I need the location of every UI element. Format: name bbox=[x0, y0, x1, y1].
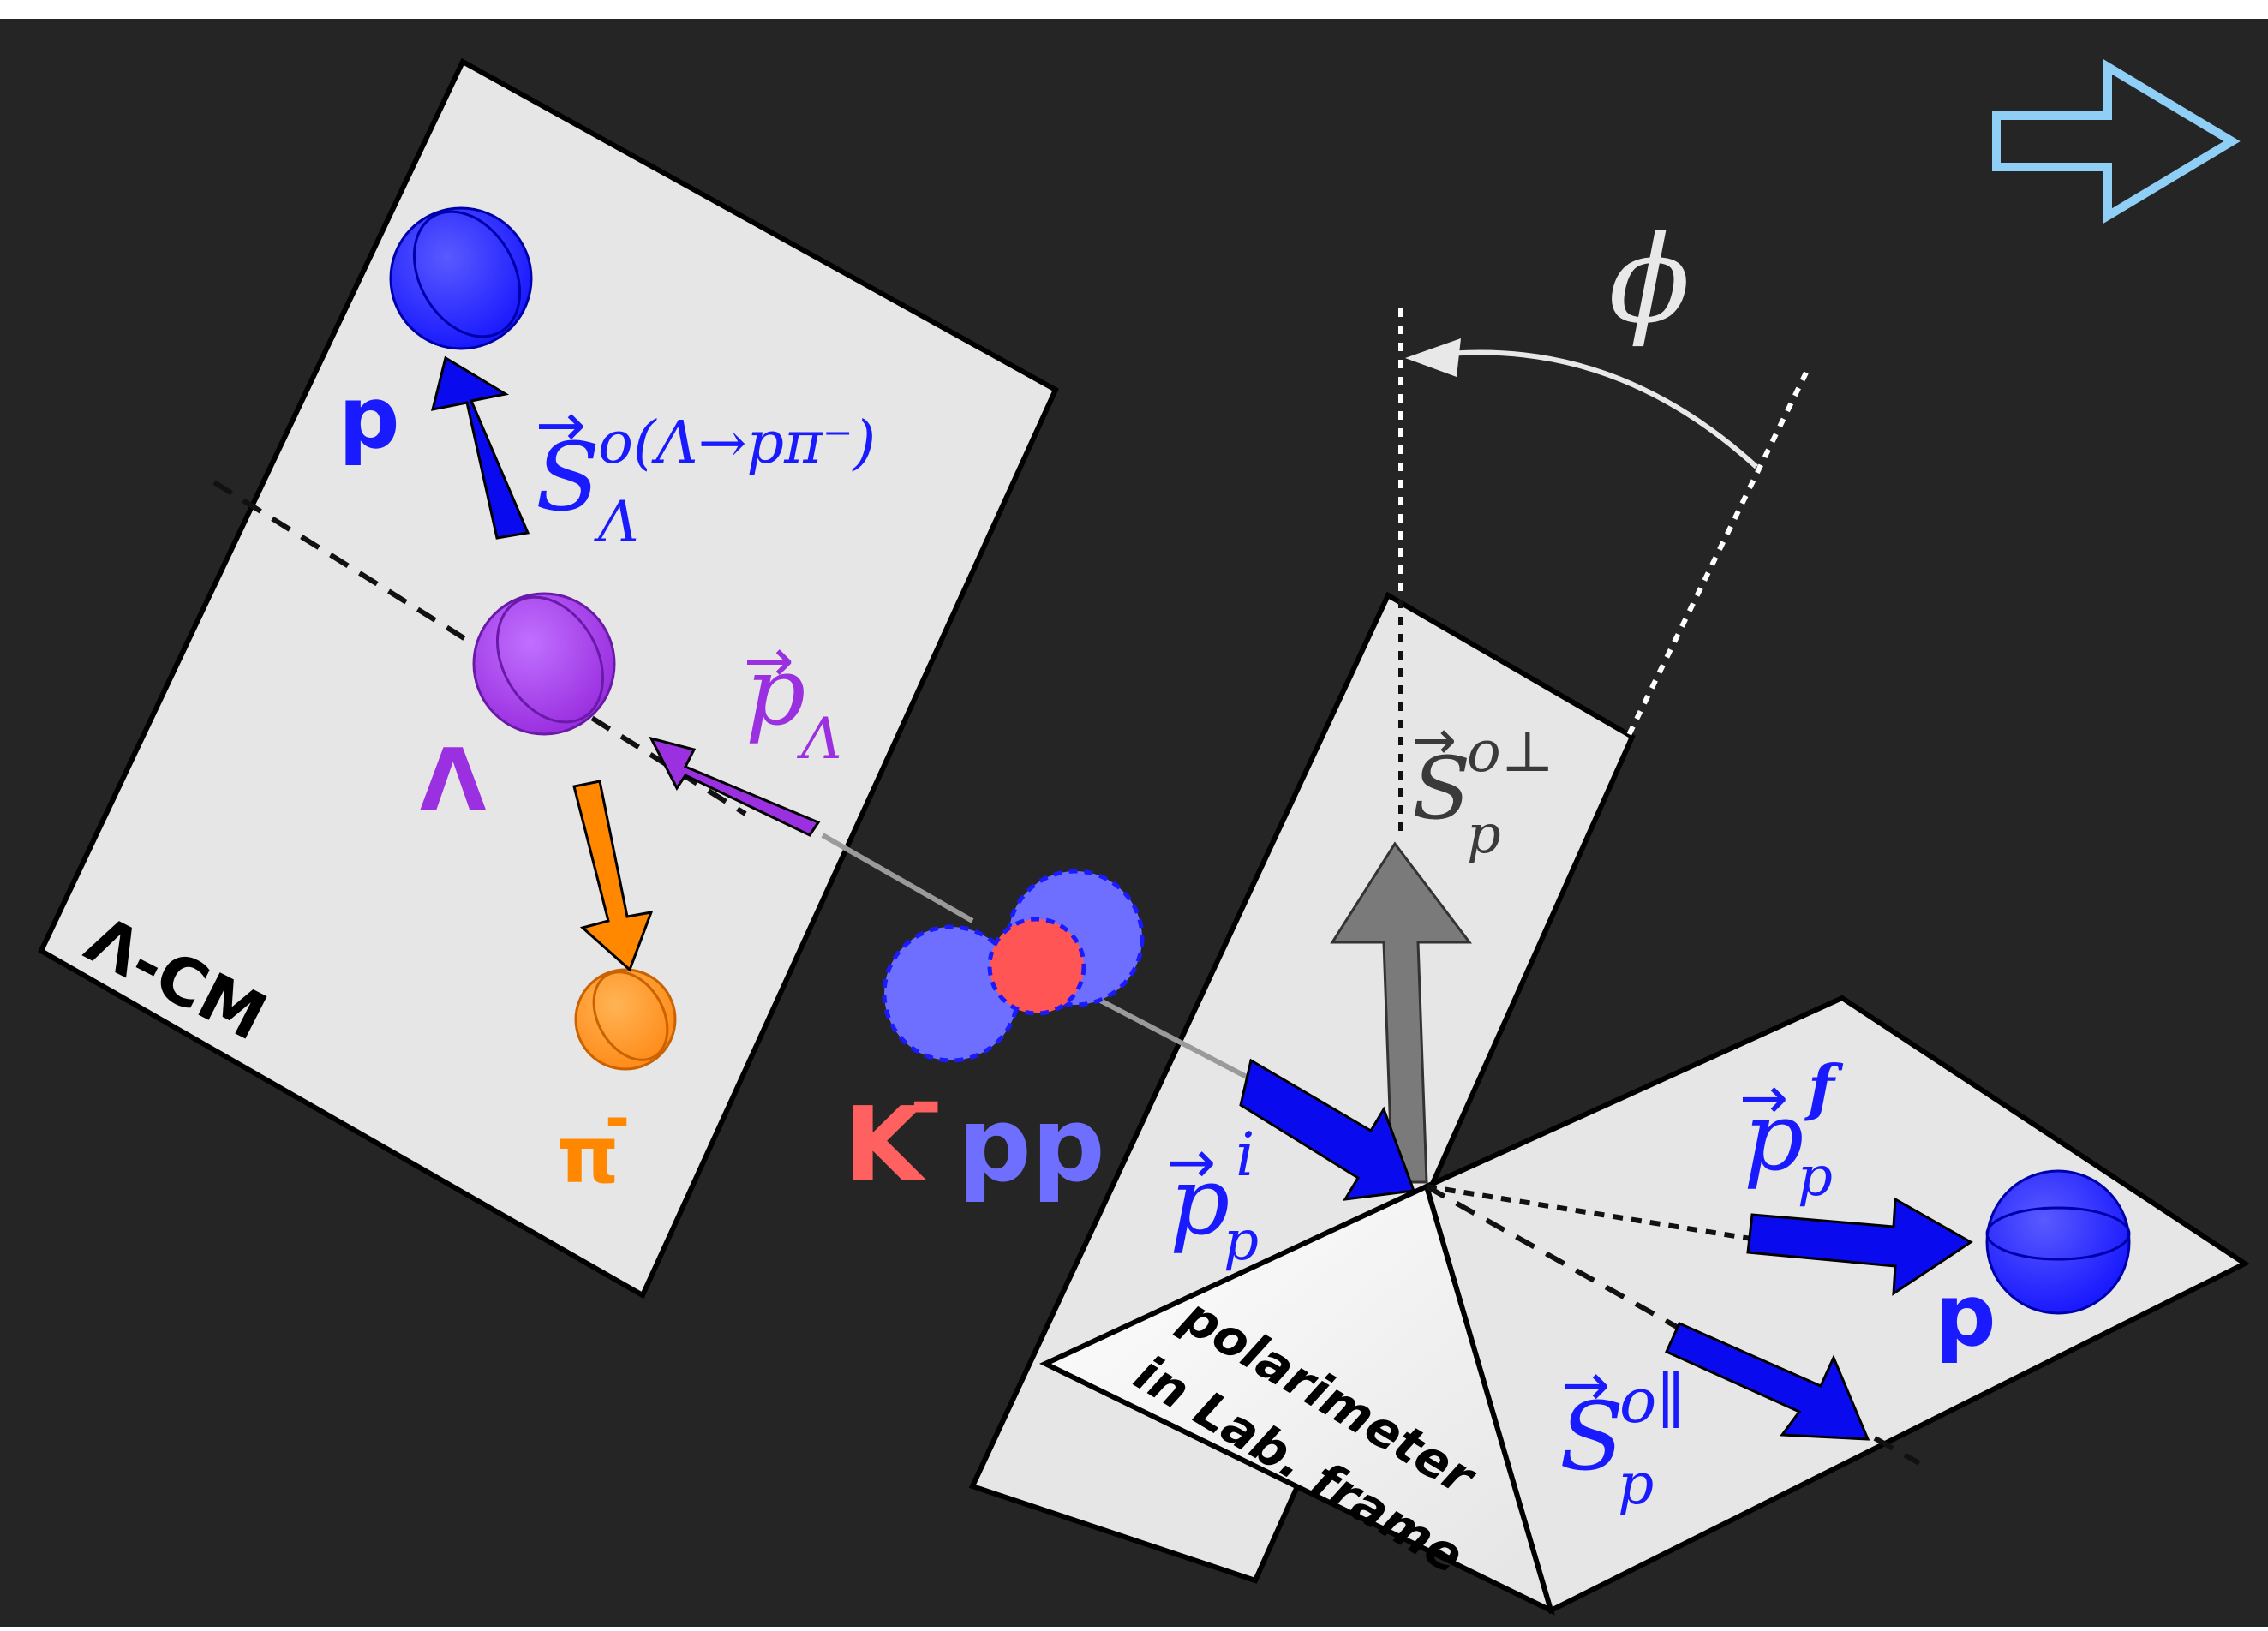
polarimeter-triangle bbox=[1039, 1182, 1555, 1616]
phi-arc bbox=[1430, 350, 1759, 469]
s-lambda-vector-hat: → bbox=[536, 390, 586, 460]
s-lambda-subscript: Λ bbox=[593, 489, 639, 555]
pion-particle bbox=[574, 968, 677, 1071]
s-perp-superscript: o⊥ bbox=[1467, 719, 1554, 785]
pion-momentum-arrow bbox=[572, 780, 654, 972]
p-initial-symbol: p bbox=[1170, 1146, 1230, 1256]
s-parallel-vector-label: S → p o∥ bbox=[1559, 1352, 1685, 1517]
s-lambda-superscript: o(Λ→pπ⁻) bbox=[598, 409, 876, 477]
p-final-symbol: p bbox=[1744, 1082, 1804, 1192]
s-perp-symbol: S bbox=[1412, 738, 1471, 839]
kpp-label-pp: pp bbox=[958, 1086, 1105, 1205]
p-lambda-subscript: Λ bbox=[796, 706, 842, 772]
phi-arc-arrowhead bbox=[1405, 338, 1461, 377]
s-parallel-arrow bbox=[1665, 1322, 1870, 1441]
final-momentum-dotted-line bbox=[1426, 1184, 1800, 1249]
lambda-label: Λ bbox=[420, 730, 486, 830]
pion-label: π bbox=[557, 1109, 619, 1201]
p-final-arrow bbox=[1746, 1197, 1973, 1296]
s-parallel-subscript: p bbox=[1618, 1451, 1654, 1517]
kpp-kaon bbox=[987, 917, 1086, 1016]
kpp-label-minus: - bbox=[910, 1058, 942, 1148]
p-initial-subscript: p bbox=[1224, 1210, 1259, 1273]
s-parallel-symbol: S bbox=[1559, 1382, 1624, 1491]
s-perp-vector-label: S → p o⊥ bbox=[1412, 708, 1554, 865]
parallel-axis-line bbox=[1425, 1184, 1921, 1466]
p-final-subscript: p bbox=[1798, 1145, 1833, 1209]
lambda-particle bbox=[472, 592, 616, 736]
proton-right-particle bbox=[1985, 1169, 2131, 1315]
s-lambda-symbol: S bbox=[536, 422, 600, 532]
s-lambda-arrow bbox=[430, 355, 530, 540]
p-initial-superscript: i bbox=[1236, 1120, 1254, 1190]
s-parallel-superscript: o∥ bbox=[1619, 1365, 1685, 1437]
proton-track-line bbox=[1069, 983, 1261, 1086]
s-perp-subscript: p bbox=[1467, 803, 1501, 865]
pion-charge-label: - bbox=[605, 1084, 630, 1154]
phi-label: ϕ bbox=[1608, 211, 1690, 350]
proton-top-label: p bbox=[338, 367, 400, 468]
p-final-vector-label: p → p f bbox=[1739, 1051, 1844, 1209]
p-lambda-symbol: p bbox=[745, 636, 805, 746]
s-parallel-vector-hat: → bbox=[1561, 1352, 1610, 1419]
proton-top-particle bbox=[389, 206, 533, 350]
s-perp-arrow bbox=[1330, 841, 1473, 1184]
hollow-right-arrow-icon bbox=[1992, 59, 2241, 224]
p-lambda-vector-label: p → Λ bbox=[744, 625, 842, 772]
p-initial-vector-label: p → p i bbox=[1167, 1120, 1259, 1273]
p-lambda-vector-hat: → bbox=[744, 625, 794, 696]
proton-right-label: p bbox=[1935, 1265, 1996, 1365]
p-lambda-arrow bbox=[649, 736, 821, 837]
kpp-label-k: K bbox=[844, 1086, 927, 1205]
s-lambda-vector-label: S → Λ o(Λ→pπ⁻) bbox=[536, 390, 876, 555]
s-perp-vector-hat: → bbox=[1412, 708, 1457, 771]
p-initial-arrow bbox=[1239, 1058, 1416, 1201]
p-final-vector-hat: → bbox=[1739, 1065, 1788, 1132]
p-initial-vector-hat: → bbox=[1167, 1129, 1216, 1197]
lambda-track-line bbox=[821, 833, 974, 923]
